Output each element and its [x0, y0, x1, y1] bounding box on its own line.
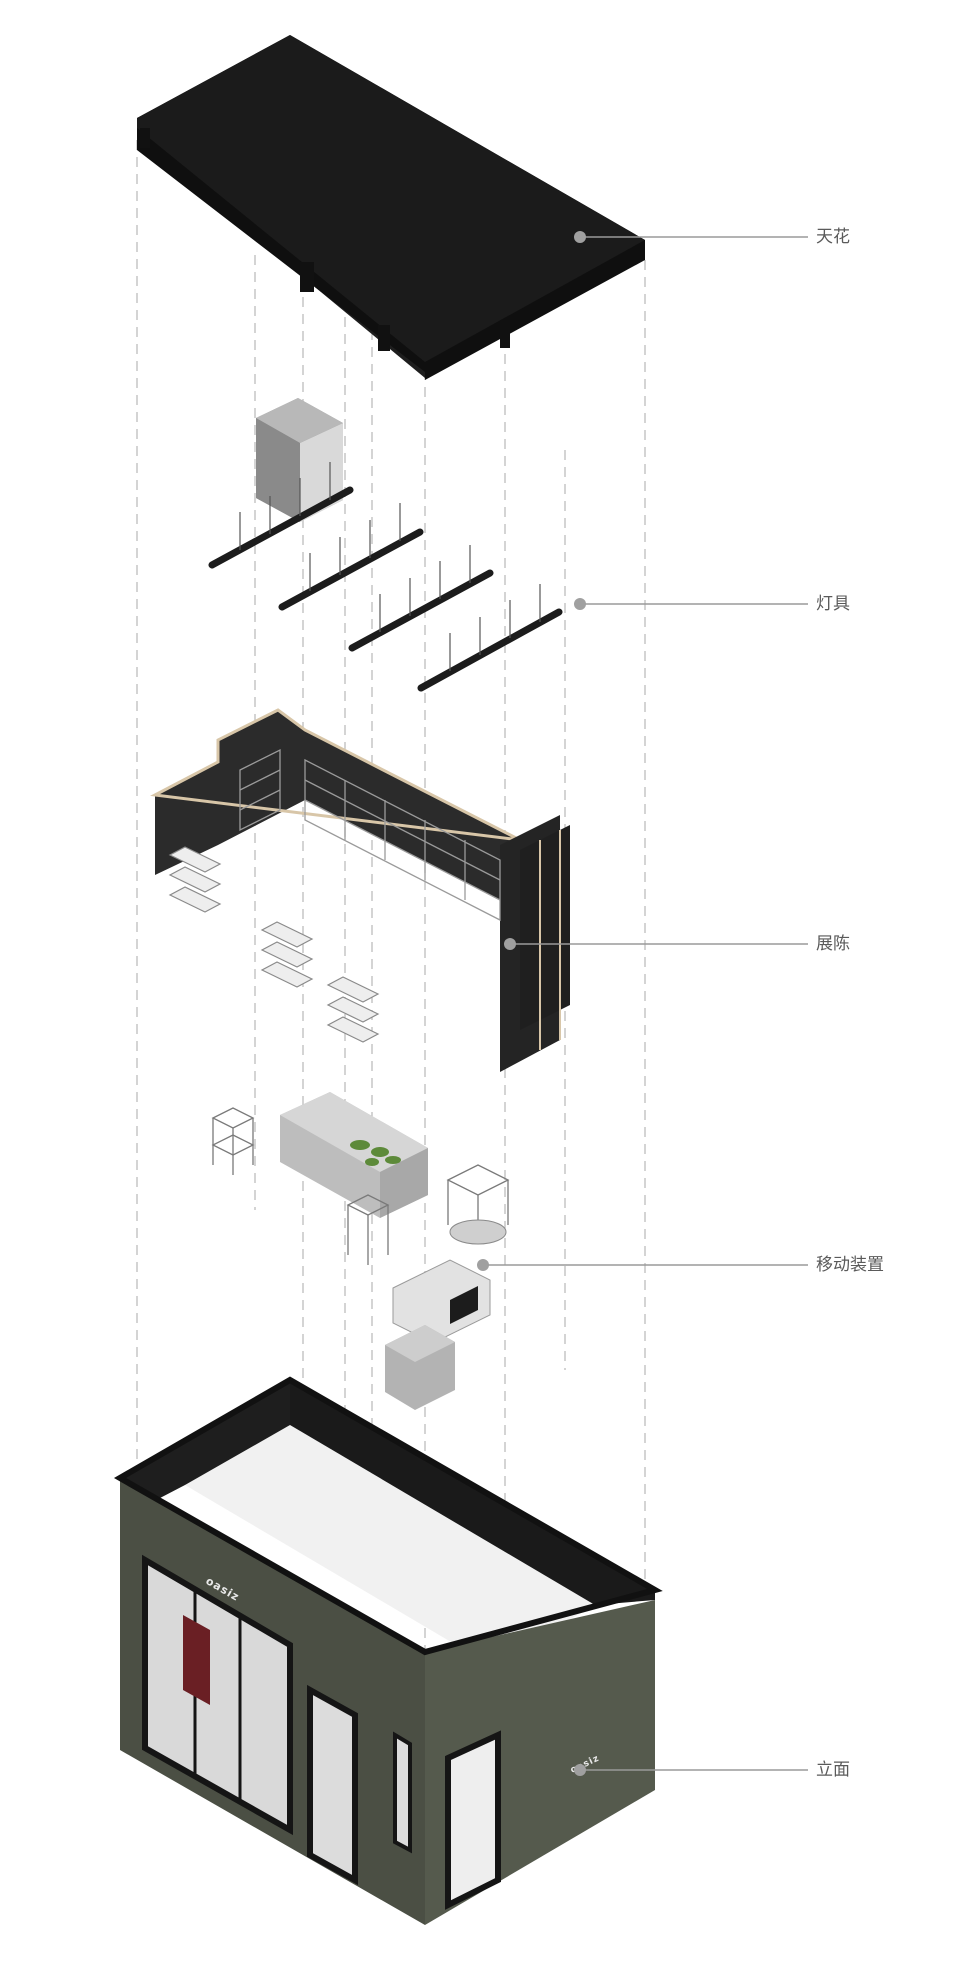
facade-shell: oasiz oasiz [113, 1376, 663, 1925]
facade-dot-icon [574, 1764, 586, 1776]
label-mobile-installation: 移动装置 [816, 1255, 884, 1275]
label-ceiling: 天花 [816, 227, 850, 247]
display-walls [150, 708, 570, 1072]
ceiling-slab [137, 35, 645, 380]
label-display: 展陈 [816, 934, 850, 954]
leader-dots [477, 231, 586, 1776]
leader-lines [483, 236, 808, 1771]
display-dot-icon [504, 938, 516, 950]
mobile-installations [211, 1092, 510, 1410]
lighting-dot-icon [574, 598, 586, 610]
label-facade: 立面 [816, 1760, 850, 1780]
mobile-dot-icon [477, 1259, 489, 1271]
lighting-fixtures [208, 398, 563, 692]
label-lighting: 灯具 [816, 594, 850, 614]
ceiling-dot-icon [574, 231, 586, 243]
